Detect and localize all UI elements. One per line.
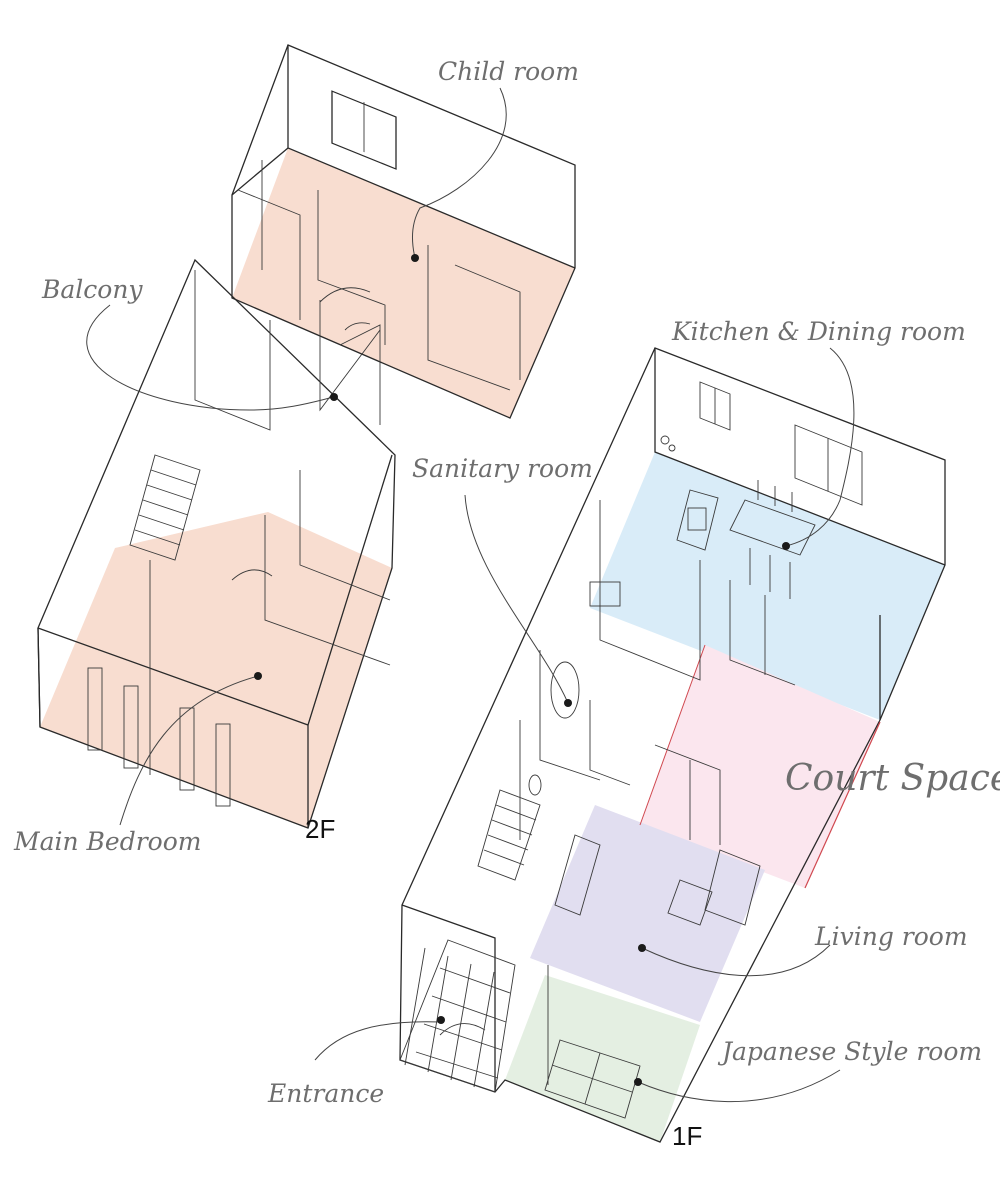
- first-floor-windows: [699, 381, 863, 506]
- label-child-room: Child room: [438, 57, 579, 86]
- label-court-space: Court Space: [785, 758, 1000, 799]
- first-floor-plan: [399, 347, 946, 1143]
- label-balcony: Balcony: [41, 275, 143, 304]
- label-floor-2f: 2F: [305, 814, 335, 844]
- label-living-room: Living room: [814, 922, 968, 951]
- court-space-floor: [640, 645, 880, 888]
- sanitary-fixtures: [519, 650, 631, 840]
- second-floor-stair: [129, 454, 201, 561]
- court-space-edge: [804, 721, 881, 889]
- japanese-room-floor: [505, 975, 700, 1142]
- first-floor-stair: [477, 789, 541, 881]
- second-floor-plan: [37, 44, 576, 829]
- first-floor-outline: [399, 347, 946, 1143]
- living-furniture: [554, 744, 761, 926]
- japanese-room-details: [544, 965, 641, 1119]
- label-japanese-room: Japanese Style room: [717, 1037, 982, 1066]
- label-entrance: Entrance: [267, 1079, 384, 1108]
- label-kitchen-dining: Kitchen & Dining room: [671, 317, 966, 346]
- living-room-floor: [530, 805, 765, 1022]
- main-bedroom-floor: [40, 512, 392, 828]
- bedroom-closet-doors: [87, 667, 231, 807]
- annotation-leaders: [86, 87, 855, 1103]
- entrance-tile-grid: [399, 939, 516, 1093]
- label-main-bedroom: Main Bedroom: [13, 827, 201, 856]
- label-floor-1f: 1F: [672, 1121, 702, 1151]
- kitchen-counter: [660, 435, 816, 599]
- label-sanitary-room: Sanitary room: [412, 454, 593, 483]
- child-room-floor: [232, 148, 575, 418]
- kitchen-dining-floor: [590, 452, 945, 720]
